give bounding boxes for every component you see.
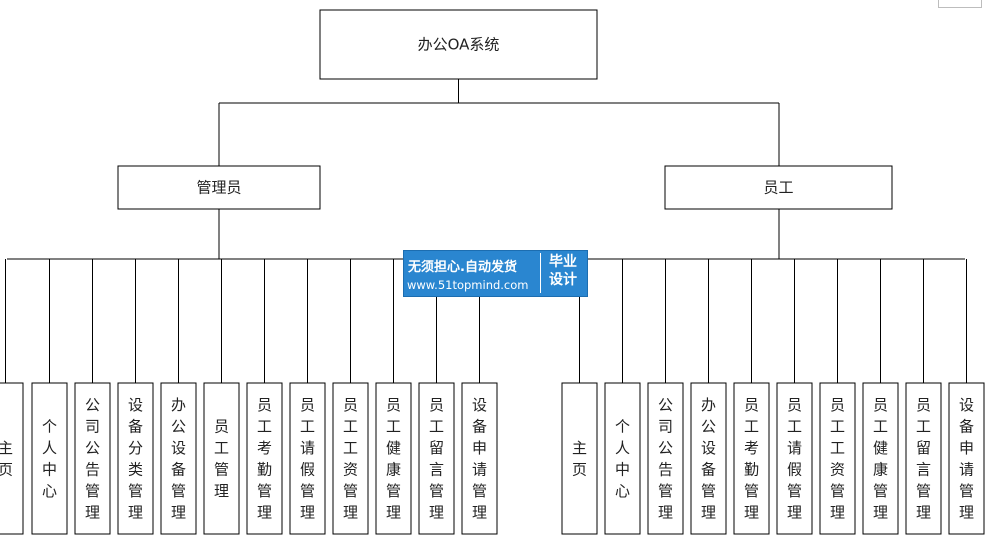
- watermark-slogan: 无须担心.自动发货: [408, 260, 517, 275]
- leaf-node-0-2: [74, 382, 111, 535]
- leaf-node-0-1: [31, 382, 68, 535]
- leaf-label-1-9: 设备申请管理: [959, 396, 974, 522]
- leaf-label-0-3: 设备分类管理: [128, 396, 143, 522]
- leaf-node-0-8: [332, 382, 369, 535]
- leaf-label-1-4: 员工考勤管理: [744, 396, 759, 522]
- leaf-node-0-0: [0, 382, 24, 535]
- watermark-badge-line2: 设计: [549, 272, 577, 288]
- root-node-label: 办公OA系统: [418, 36, 500, 54]
- leaf-label-1-8: 员工留言管理: [916, 396, 931, 522]
- watermark-badge-line1: 毕业: [549, 254, 577, 270]
- leaf-node-1-4: [733, 382, 770, 535]
- leaf-label-1-5: 员工请假管理: [787, 396, 802, 522]
- root-node-box: [319, 9, 598, 80]
- leaf-label-1-0: 主页: [572, 439, 587, 479]
- leaf-label-0-0: 主页: [0, 439, 13, 479]
- leaf-label-1-2: 公司公告管理: [658, 396, 673, 522]
- watermark-text-block: 无须担心.自动发货 www.51topmind.com: [404, 251, 538, 296]
- leaf-label-0-2: 公司公告管理: [85, 396, 100, 522]
- leaf-label-0-9: 员工健康管理: [386, 396, 401, 522]
- leaf-node-1-6: [819, 382, 856, 535]
- leaf-node-1-1: [604, 382, 641, 535]
- leaf-node-1-3: [690, 382, 727, 535]
- leaf-node-1-7: [862, 382, 899, 535]
- leaf-node-1-9: [948, 382, 985, 535]
- leaf-node-0-3: [117, 382, 154, 535]
- group-node-1-label: 员工: [763, 179, 793, 197]
- leaf-label-0-10: 员工留言管理: [429, 396, 444, 522]
- leaf-node-0-4: [160, 382, 197, 535]
- watermark-website: www.51topmind.com: [407, 278, 529, 292]
- leaf-node-0-9: [375, 382, 412, 535]
- leaf-node-0-11: [461, 382, 498, 535]
- leaf-node-0-5: [203, 382, 240, 535]
- leaf-label-0-1: 个人中心: [42, 417, 57, 500]
- leaf-label-0-4: 办公设备管理: [171, 396, 186, 522]
- leaf-label-0-5: 员工管理: [214, 417, 229, 500]
- leaf-label-1-7: 员工健康管理: [873, 396, 888, 522]
- leaf-label-0-11: 设备申请管理: [472, 396, 487, 522]
- leaf-label-0-6: 员工考勤管理: [257, 396, 272, 522]
- leaf-label-1-6: 员工工资管理: [830, 396, 845, 522]
- group-node-0-label: 管理员: [196, 179, 241, 197]
- group-node-0-box: [117, 165, 321, 210]
- leaf-label-1-3: 办公设备管理: [701, 396, 716, 522]
- leaf-node-1-8: [905, 382, 942, 535]
- leaf-node-1-0: [561, 382, 598, 535]
- leaf-label-1-1: 个人中心: [615, 417, 630, 500]
- leaf-node-1-2: [647, 382, 684, 535]
- leaf-node-0-7: [289, 382, 326, 535]
- watermark-badge: 毕业 设计: [540, 253, 585, 293]
- group-node-1-box: [664, 165, 893, 210]
- watermark-banner: 无须担心.自动发货 www.51topmind.com 毕业 设计: [403, 250, 588, 297]
- leaf-node-0-6: [246, 382, 283, 535]
- leaf-label-0-7: 员工请假管理: [300, 396, 315, 522]
- leaf-node-0-10: [418, 382, 455, 535]
- corner-frame-decoration: [938, 0, 982, 8]
- leaf-label-0-8: 员工工资管理: [343, 396, 358, 522]
- leaf-node-1-5: [776, 382, 813, 535]
